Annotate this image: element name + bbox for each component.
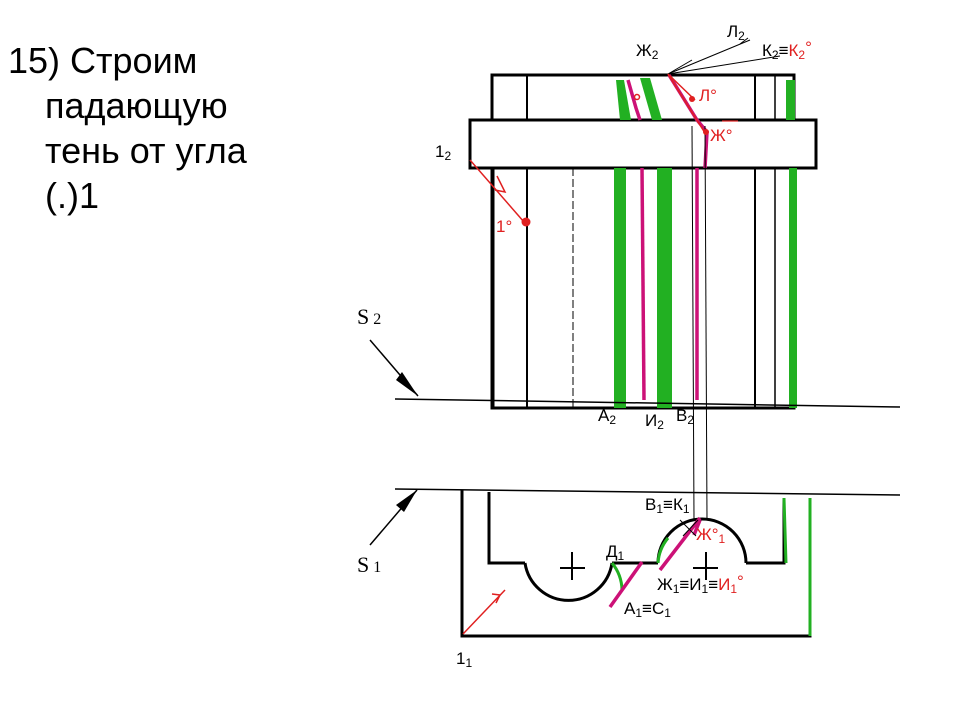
label-d1: Д1 [606, 542, 625, 563]
label-zh-deg-1: Ж°1 [696, 525, 726, 546]
heading-line-2: падающую [45, 85, 228, 126]
label-l-deg: Л° [699, 86, 717, 105]
label-zh1-i1: Ж1≡И1≡И1° [657, 572, 744, 596]
front-shadow-strips [614, 78, 797, 408]
top-construction [679, 519, 699, 537]
top-left-semicircle [523, 562, 614, 602]
label-l2: Л2 [727, 22, 745, 43]
heading-line-3: тень от угла [45, 130, 247, 171]
label-1-2: 12 [435, 142, 451, 163]
slide-heading: 15) Строим падающую тень от угла (.)1 [8, 38, 268, 218]
top-red-construction [462, 589, 506, 635]
top-shadow-green [610, 497, 812, 636]
shadow-strip-top-right [640, 78, 662, 120]
shadow-strip-a2 [614, 168, 626, 408]
shadow-strip-right-top [786, 80, 795, 120]
label-zh2: Ж2 [636, 41, 659, 62]
projection-axes [394, 398, 901, 496]
label-b2: В2 [676, 406, 694, 427]
shadow-strip-right [789, 168, 797, 408]
label-1-1: 11 [456, 649, 472, 670]
shadow-strip-i2 [657, 168, 672, 408]
point-small-circle [633, 93, 641, 101]
label-k2: К2≡К2° [762, 38, 812, 62]
point-1-deg-marker [521, 217, 531, 227]
label-i2: И2 [645, 411, 664, 432]
front-slab [468, 118, 818, 170]
front-construction [667, 37, 781, 521]
shadow-strip-top-left [616, 80, 631, 120]
s1-arrow [369, 489, 418, 546]
label-a1-c1: А1≡С1 [624, 599, 671, 620]
label-a2: А2 [598, 406, 616, 427]
top-shadow-contour [608, 516, 702, 609]
label-b1-k1: В1≡К1 [645, 495, 690, 516]
axis-s2-line [394, 398, 901, 408]
point-l-deg-marker [689, 96, 695, 102]
label-1-deg: 1° [496, 217, 512, 236]
heading-line-4: (.)1 [45, 175, 99, 216]
label-zh-deg: Ж° [710, 126, 733, 145]
heading-line-1: 15) Строим [8, 40, 198, 81]
point-zh-deg-marker [703, 129, 709, 135]
axis-s1-line [394, 488, 901, 496]
s2-arrow [369, 339, 419, 397]
front-red-construction [469, 73, 706, 223]
